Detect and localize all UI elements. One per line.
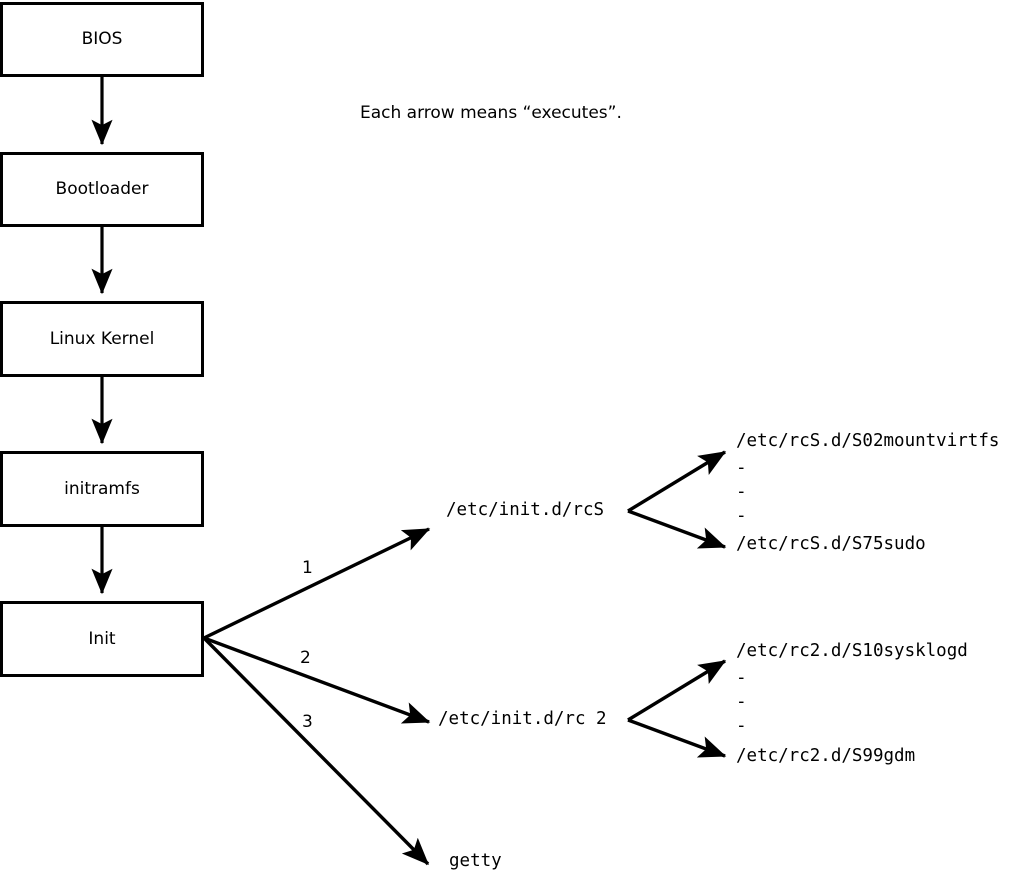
arrow-init-to-getty [202,636,430,866]
edge-number-3: 3 [302,712,313,732]
node-rcs-last-script[interactable]: /etc/rcS.d/S75sudo [736,534,926,554]
rcs-ellipsis-dash-3: - [736,506,747,526]
arrow-init-to-rcs [203,527,431,640]
node-rc2-last-script[interactable]: /etc/rc2.d/S99gdm [736,746,916,766]
node-bios[interactable]: BIOS [0,2,204,77]
edge-number-1: 1 [302,558,313,578]
node-rcs-first-script[interactable]: /etc/rcS.d/S02mountvirtfs [736,431,1000,451]
rcs-ellipsis-dash-1: - [736,458,747,478]
node-bootloader[interactable]: Bootloader [0,152,204,227]
node-linux-kernel[interactable]: Linux Kernel [0,301,204,377]
arrow-init-to-rc2 [203,636,431,724]
rc2-ellipsis-dash-3: - [736,716,747,736]
node-getty[interactable]: getty [449,851,502,871]
node-bios-label: BIOS [81,29,123,49]
edge-number-2: 2 [300,648,311,668]
node-init[interactable]: Init [0,601,204,677]
node-init-d-rcs[interactable]: /etc/init.d/rcS [446,500,605,520]
node-init-d-rc2[interactable]: /etc/init.d/rc 2 [438,709,607,729]
rc2-ellipsis-dash-1: - [736,668,747,688]
node-initramfs[interactable]: initramfs [0,451,204,527]
rcs-ellipsis-dash-2: - [736,482,747,502]
node-rc2-first-script[interactable]: /etc/rc2.d/S10sysklogd [736,641,968,661]
node-linux-kernel-label: Linux Kernel [49,328,155,349]
rc2-ellipsis-dash-2: - [736,692,747,712]
arrow-rc2-to-last-script [627,718,727,758]
arrow-rc2-to-first-script [627,659,727,722]
caption-note: Each arrow means “executes”. [360,103,622,123]
arrow-rcs-to-first-script [627,450,727,513]
node-init-label: Init [88,628,116,649]
node-bootloader-label: Bootloader [55,179,149,199]
arrow-rcs-to-last-script [627,509,727,549]
node-initramfs-label: initramfs [64,478,140,499]
